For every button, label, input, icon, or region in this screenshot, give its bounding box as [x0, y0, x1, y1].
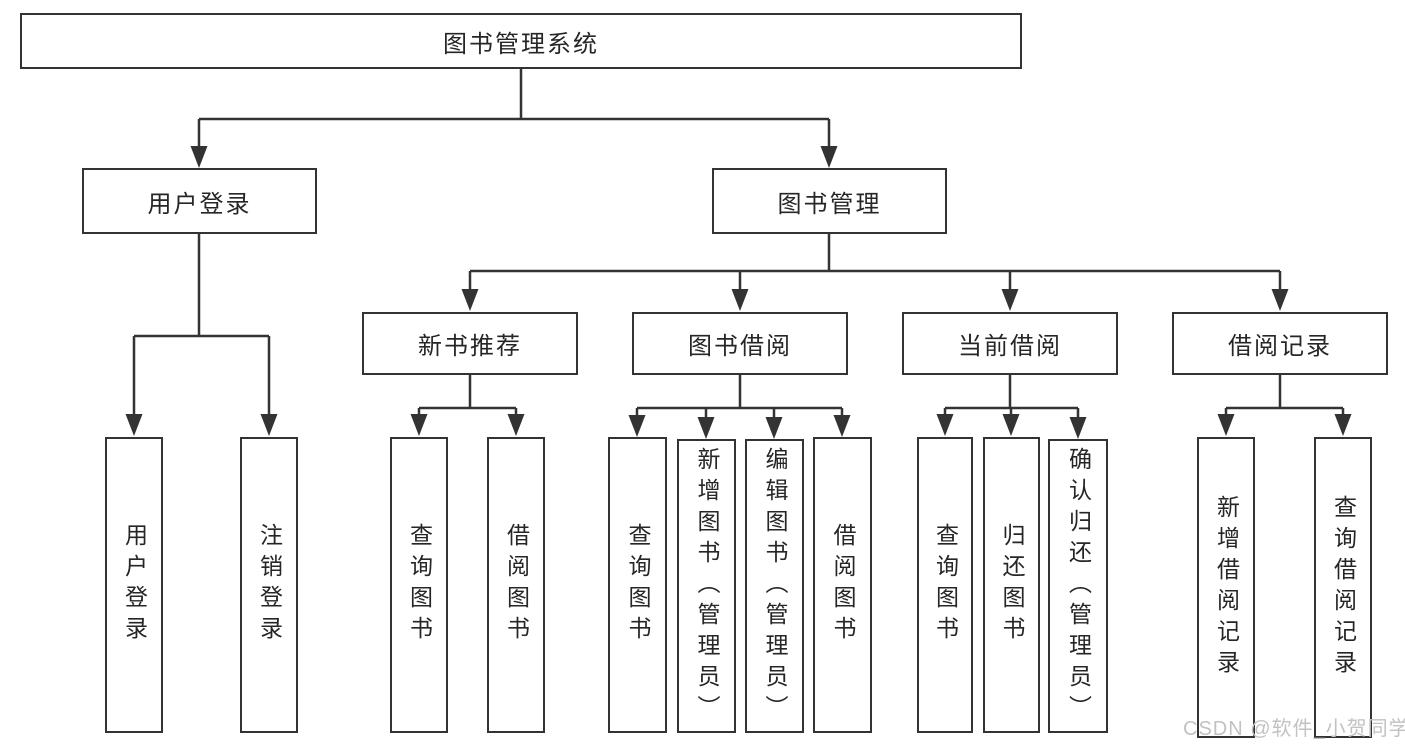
node-current-borrowing: 当前借阅	[902, 312, 1118, 375]
leaf-query-books-recommend: 查询图书	[390, 437, 448, 733]
node-root: 图书管理系统	[20, 13, 1022, 69]
leaf-return-books: 归还图书	[983, 437, 1040, 733]
leaf-query-books-borrowing: 查询图书	[608, 437, 667, 733]
leaf-user-login: 用户登录	[105, 437, 163, 733]
node-new-book-recommendation: 新书推荐	[362, 312, 578, 375]
node-borrowing-records: 借阅记录	[1172, 312, 1388, 375]
leaf-edit-books-admin: 编辑图书（管理员）	[745, 439, 804, 733]
node-user-login: 用户登录	[82, 168, 317, 234]
leaf-confirm-return-admin: 确认归还（管理员）	[1048, 439, 1108, 733]
leaf-borrow-books-borrowing: 借阅图书	[813, 437, 872, 733]
node-book-borrowing: 图书借阅	[632, 312, 848, 375]
leaf-query-borrow-record: 查询借阅记录	[1314, 437, 1372, 738]
csdn-watermark: CSDN @软件_小贺同学	[1183, 718, 1405, 740]
leaf-add-books-admin: 新增图书（管理员）	[677, 439, 736, 733]
leaf-query-books-current: 查询图书	[917, 437, 973, 733]
leaf-borrow-books-recommend: 借阅图书	[487, 437, 545, 733]
leaf-logout: 注销登录	[240, 437, 298, 733]
node-book-management: 图书管理	[712, 168, 947, 234]
leaf-add-borrow-record: 新增借阅记录	[1197, 437, 1255, 738]
